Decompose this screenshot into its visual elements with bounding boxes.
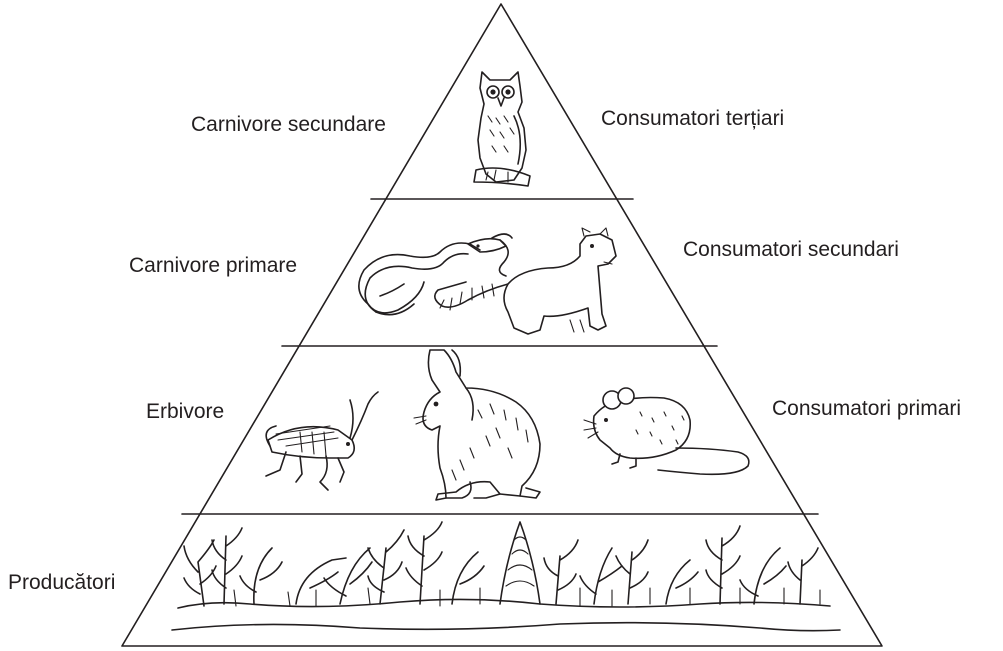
weasel-illustration (435, 228, 616, 334)
label-tertiary-consumers: Consumatori terțiari (601, 107, 784, 131)
label-primary-consumers: Consumatori primari (772, 397, 961, 421)
label-herbivores: Erbivore (146, 400, 224, 424)
owl-illustration (474, 72, 530, 186)
snake-illustration (359, 234, 512, 315)
plants-illustration (172, 522, 840, 631)
label-producers: Producători (8, 571, 115, 595)
grasshopper-illustration (266, 392, 378, 490)
mouse-illustration (584, 388, 749, 474)
label-secondary-carnivores: Carnivore secundare (191, 113, 386, 137)
rabbit-illustration (414, 350, 540, 500)
label-primary-carnivores: Carnivore primare (129, 254, 297, 278)
label-secondary-consumers: Consumatori secundari (683, 238, 899, 262)
